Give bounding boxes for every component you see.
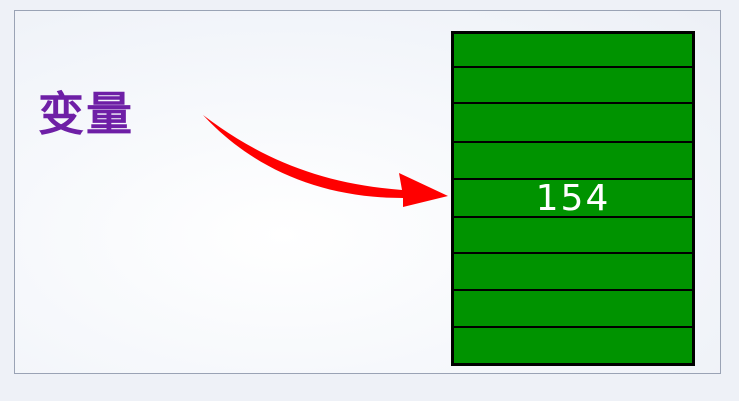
variable-label: 变量 <box>38 87 134 141</box>
memory-cell: 154 <box>454 180 692 218</box>
memory-cell-value: 154 <box>535 178 611 219</box>
memory-cell <box>454 68 692 104</box>
memory-cell <box>454 218 692 254</box>
memory-cell <box>454 328 692 363</box>
memory-cell <box>454 291 692 328</box>
memory-cell <box>454 143 692 180</box>
memory-cell <box>454 34 692 68</box>
memory-block: 154 <box>451 31 695 366</box>
memory-cell <box>454 254 692 291</box>
memory-cell <box>454 104 692 143</box>
